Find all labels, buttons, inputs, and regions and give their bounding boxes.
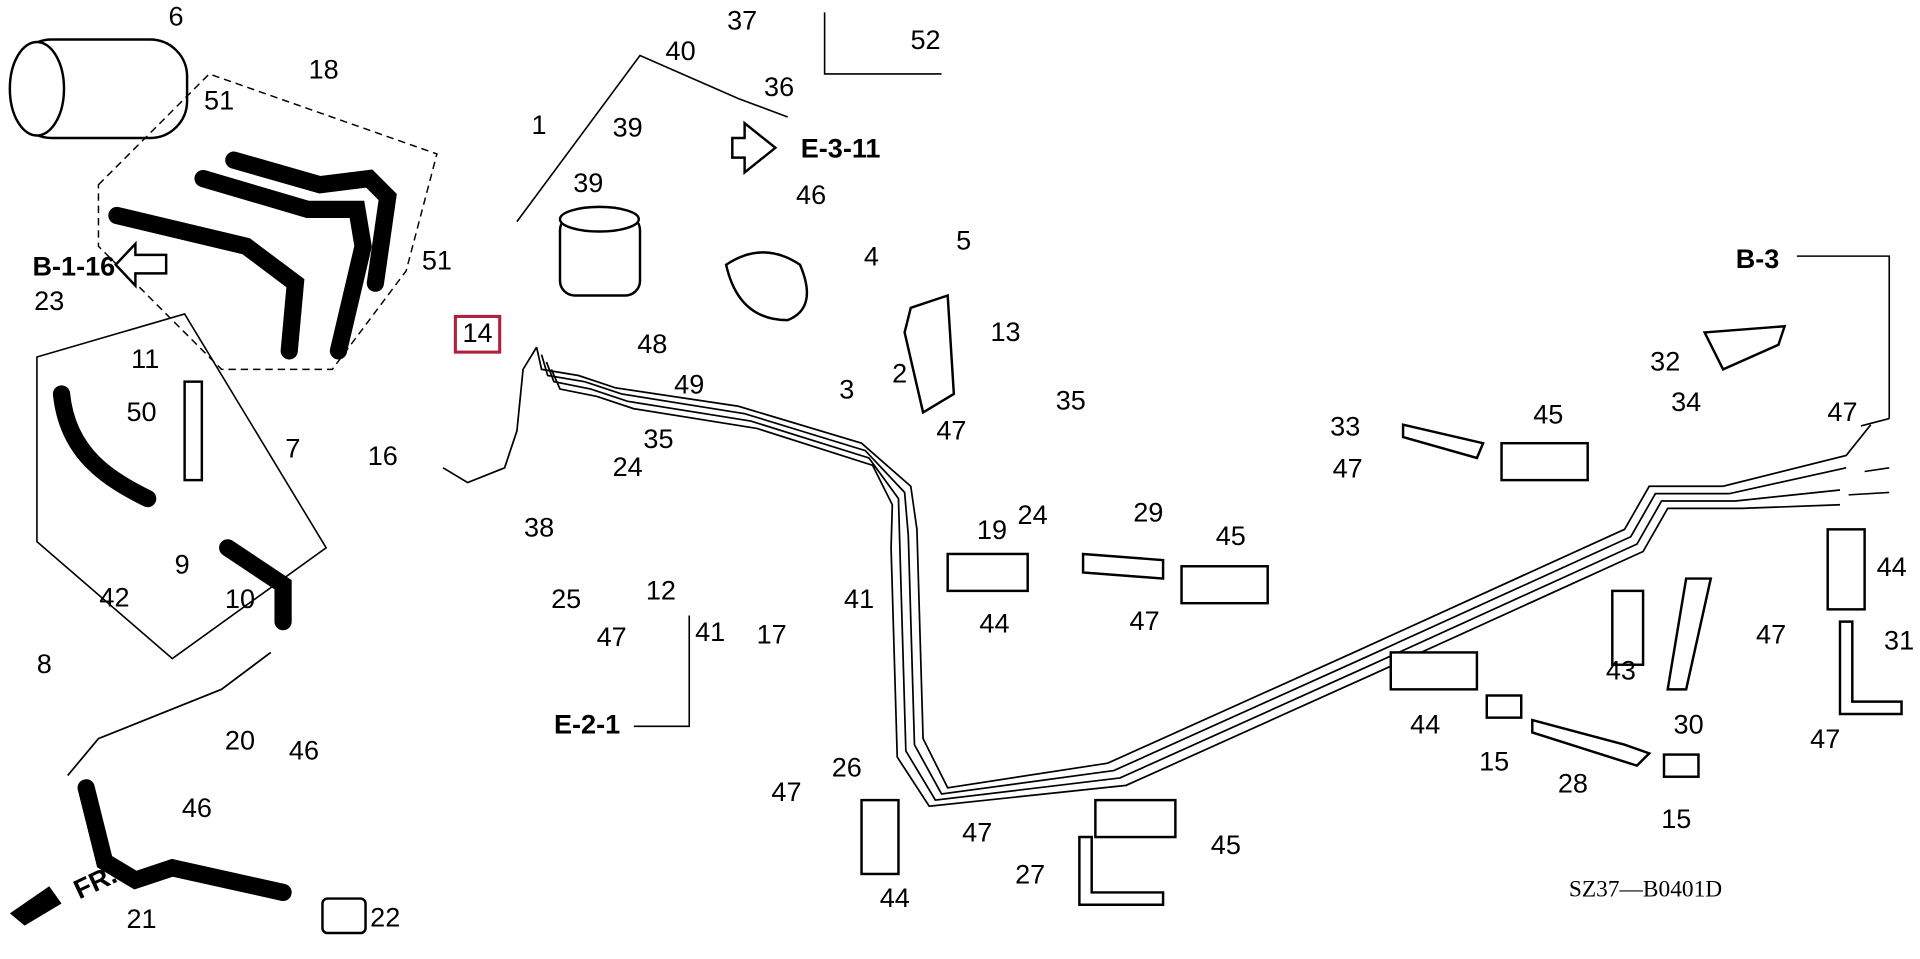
part-label[interactable]: 24 [613, 451, 643, 482]
part-label[interactable]: 47 [1130, 605, 1160, 636]
part-label[interactable]: 47 [1827, 396, 1857, 427]
part-label[interactable]: 27 [1015, 859, 1045, 890]
part-label[interactable]: 35 [1056, 385, 1086, 416]
part-label[interactable]: 15 [1661, 803, 1691, 834]
fuel-line-bundle[interactable] [442, 346, 1872, 808]
part-label[interactable]: 45 [1211, 829, 1241, 860]
part-label[interactable]: 16 [368, 440, 398, 471]
part-label[interactable]: 6 [168, 1, 183, 32]
part-label[interactable]: 33 [1330, 411, 1360, 442]
part-label[interactable]: 10 [225, 583, 255, 614]
clamps[interactable] [860, 324, 1903, 906]
part-label[interactable]: 29 [1133, 497, 1163, 528]
part-label[interactable]: 49 [674, 369, 704, 400]
part-label[interactable]: 23 [34, 285, 64, 316]
part-label[interactable]: 20 [225, 724, 255, 755]
part-label[interactable]: 39 [573, 167, 603, 198]
arrow-right-icon [731, 120, 778, 175]
highlight-box [453, 314, 502, 354]
ref-e-3-11[interactable]: E-3-11 [801, 132, 881, 163]
part-label[interactable]: 3 [839, 374, 854, 405]
part-label[interactable]: 37 [727, 4, 757, 35]
part-label[interactable]: 38 [524, 512, 554, 543]
ref-b-3[interactable]: B-3 [1736, 243, 1780, 274]
part-label[interactable]: 13 [990, 316, 1020, 347]
part-label[interactable]: 47 [771, 776, 801, 807]
part-label[interactable]: 30 [1674, 708, 1704, 739]
part-label[interactable]: 41 [695, 616, 725, 647]
ref-e-2-1[interactable]: E-2-1 [554, 708, 620, 739]
part-label[interactable]: 32 [1650, 345, 1680, 376]
diagram-code: SZ37—B0401D [1569, 877, 1722, 903]
part-label[interactable]: 40 [666, 35, 696, 66]
part-label[interactable]: 2 [892, 358, 907, 389]
part-label[interactable]: 7 [285, 433, 300, 464]
part-label[interactable]: 51 [204, 84, 234, 115]
part-label[interactable]: 11 [131, 343, 159, 374]
part-label[interactable]: 48 [637, 328, 667, 359]
part-label[interactable]: 25 [551, 583, 581, 614]
fuel-filter[interactable] [516, 12, 956, 415]
front-indicator: FR. [9, 858, 121, 926]
part-label[interactable]: 47 [1810, 723, 1840, 754]
part-label[interactable]: 39 [613, 112, 643, 143]
part-label[interactable]: 43 [1606, 654, 1636, 685]
part-label-highlighted[interactable]: 14 [462, 317, 492, 348]
part-label[interactable]: 47 [1333, 452, 1363, 483]
part-label[interactable]: 19 [977, 514, 1007, 545]
part-label[interactable]: 35 [643, 423, 673, 454]
part-label[interactable]: 52 [910, 24, 940, 55]
part-label[interactable]: 12 [646, 574, 676, 605]
part-label[interactable]: 21 [126, 903, 156, 934]
part-label[interactable]: 42 [99, 582, 129, 613]
part-label[interactable]: 8 [37, 648, 52, 679]
part-label[interactable]: 31 [1884, 625, 1914, 656]
part-label[interactable]: 28 [1558, 768, 1588, 799]
part-labels: 6 18 51 51 23 11 50 7 9 10 42 8 20 46 46… [34, 1, 1914, 934]
part-label[interactable]: 36 [764, 71, 794, 102]
part-label[interactable]: 47 [936, 414, 966, 445]
part-label[interactable]: 47 [962, 817, 992, 848]
part-label[interactable]: 44 [880, 882, 910, 913]
part-label[interactable]: 45 [1216, 520, 1246, 551]
ref-b-1-16[interactable]: B-1-16 [32, 251, 115, 282]
part-label[interactable]: 18 [309, 54, 339, 85]
part-label[interactable]: 46 [182, 792, 212, 823]
part-label[interactable]: 45 [1533, 398, 1563, 429]
part-label[interactable]: 44 [1410, 708, 1440, 739]
part-label[interactable]: 47 [597, 621, 627, 652]
part-label[interactable]: 34 [1671, 386, 1701, 417]
canister-assembly[interactable] [8, 38, 438, 935]
part-label[interactable]: 44 [979, 608, 1009, 639]
part-label[interactable]: 46 [289, 734, 319, 765]
part-label[interactable]: 5 [956, 225, 971, 256]
part-label[interactable]: 26 [832, 752, 862, 783]
part-label[interactable]: 4 [864, 241, 879, 272]
part-label[interactable]: 51 [422, 244, 452, 275]
part-label[interactable]: 9 [175, 548, 190, 579]
part-label[interactable]: 46 [796, 179, 826, 210]
part-label[interactable]: 24 [1018, 499, 1048, 530]
part-label[interactable]: 1 [532, 109, 547, 140]
part-label[interactable]: 44 [1877, 551, 1907, 582]
part-label[interactable]: 15 [1479, 745, 1509, 776]
arrow-left-icon [114, 240, 168, 289]
part-label[interactable]: 17 [757, 619, 787, 650]
part-label[interactable]: 47 [1756, 619, 1786, 650]
part-label[interactable]: 41 [844, 583, 874, 614]
part-label[interactable]: 22 [370, 902, 400, 933]
part-label[interactable]: 50 [126, 396, 156, 427]
